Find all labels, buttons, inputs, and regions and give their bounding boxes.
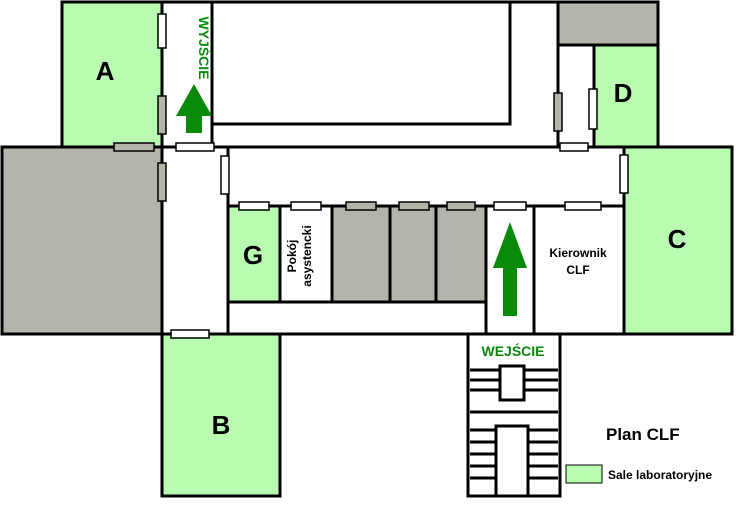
door — [220, 155, 230, 195]
room-grey-3 — [434, 204, 488, 304]
door — [290, 201, 322, 211]
door — [157, 95, 167, 135]
entrance-label: WEJŚCIE — [481, 342, 544, 359]
door — [446, 201, 476, 211]
door — [113, 142, 155, 152]
door — [493, 201, 527, 211]
room-pokoj — [278, 204, 334, 304]
left-corridor — [160, 145, 230, 336]
room-kierownik-label-1: Kierownik — [549, 246, 607, 260]
legend-swatch — [565, 464, 603, 484]
stair-column-top — [498, 364, 526, 402]
door — [588, 88, 598, 130]
room-pokoj-label-2: asystencki — [300, 225, 314, 286]
room-d-label: D — [614, 78, 633, 108]
exit-label: WYJŚCIE — [196, 16, 213, 79]
door — [238, 201, 270, 211]
room-a-label: A — [96, 56, 115, 86]
room-left — [0, 145, 164, 336]
door — [170, 329, 210, 339]
exit-arrow-icon — [176, 84, 212, 133]
room-grey-2 — [388, 204, 438, 304]
room-grey-1 — [330, 204, 392, 304]
room-a — [60, 0, 164, 149]
room-top-right — [556, 0, 660, 47]
door — [345, 201, 377, 211]
staircase — [470, 368, 558, 480]
door — [619, 154, 629, 194]
courtyard-inner — [210, 0, 512, 126]
door — [157, 162, 167, 202]
stair-column-bottom — [494, 424, 530, 498]
room-pokoj-label-1: Pokój — [285, 240, 299, 273]
door — [564, 201, 602, 211]
room-b-label: B — [212, 410, 231, 440]
room-b — [160, 332, 282, 498]
door — [553, 92, 563, 132]
door — [559, 142, 589, 152]
legend-label: Sale laboratoryjne — [608, 468, 712, 482]
plan-title: Plan CLF — [606, 425, 680, 444]
door — [175, 142, 215, 152]
door — [157, 13, 167, 49]
room-kierownik-label-2: CLF — [566, 263, 589, 277]
room-c-label: C — [668, 224, 687, 254]
main-corridor — [226, 145, 626, 208]
room-g-label: G — [243, 240, 263, 270]
entrance-arrow-icon — [493, 222, 527, 316]
room-kierownik — [532, 204, 626, 336]
lower-hall — [226, 300, 488, 336]
door — [398, 201, 430, 211]
